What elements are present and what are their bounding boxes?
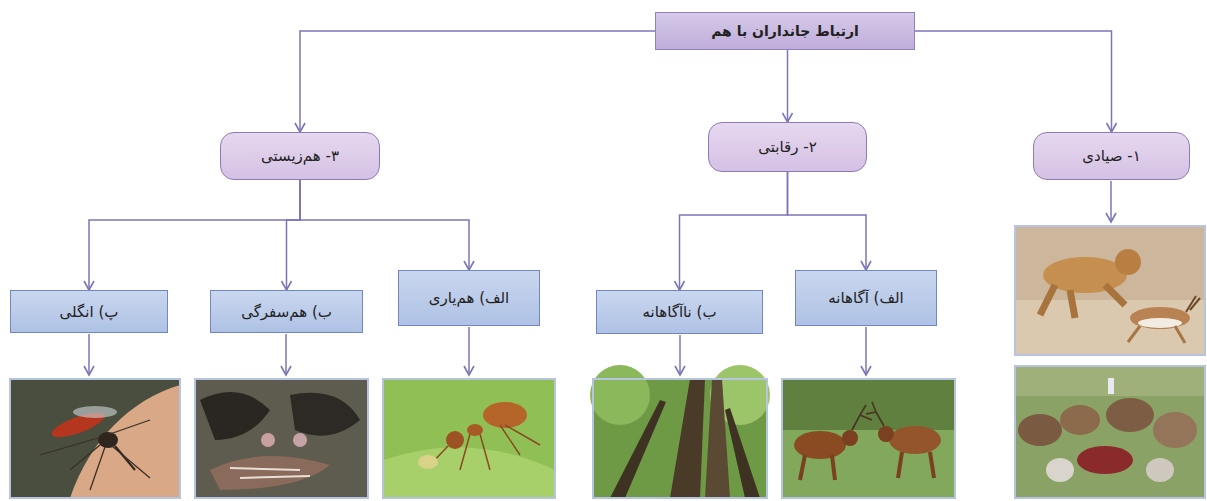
- lion-photo: [1015, 226, 1205, 355]
- ant-photo: [483, 402, 527, 428]
- leader-arrows: [468, 327, 470, 375]
- node-label: ۲- رقابتی: [758, 138, 816, 156]
- ant-photo: [383, 379, 555, 498]
- vultures-photo: [230, 468, 310, 478]
- node-label: ۳- هم‌زیستی: [261, 147, 339, 165]
- connector-arrow: [787, 50, 789, 122]
- ant-photo: [446, 431, 464, 449]
- category-box: ۳- هم‌زیستی: [220, 132, 380, 180]
- vultures-photo: [195, 379, 368, 498]
- hyenas-photo: [1108, 378, 1114, 394]
- vultures-photo: [195, 379, 368, 498]
- connector-arrow: [287, 180, 301, 290]
- ant-photo: [418, 455, 438, 469]
- forest-photo: [670, 379, 705, 498]
- mosquito-photo: [98, 432, 118, 448]
- deer-photo: [889, 426, 941, 454]
- deer-photo: [842, 430, 858, 446]
- hyenas-photo: [1077, 446, 1133, 474]
- vultures-photo: [290, 393, 360, 436]
- node-label: ب) هم‌سفرگی: [241, 303, 332, 321]
- hyenas-photo: [1153, 412, 1197, 448]
- leader-arrows: [1110, 181, 1112, 222]
- connector-arrow: [89, 180, 300, 290]
- forest-photo: [610, 400, 666, 498]
- leader-arrows: [88, 334, 90, 375]
- lion-photo: [1186, 296, 1200, 312]
- hyenas-photo: [1060, 405, 1100, 435]
- subtype-box: پ) انگلی: [10, 290, 168, 333]
- hyenas-photo: [1106, 398, 1154, 432]
- lion-photo: [1115, 249, 1141, 275]
- node-label: ب) ناآگاهانه: [642, 303, 716, 321]
- deer-photo: [782, 379, 955, 498]
- root-box: ارتباط جانداران با هم: [655, 12, 915, 50]
- forest-photo: [590, 365, 650, 425]
- node-label: پ) انگلی: [60, 303, 119, 321]
- forest-photo: [593, 379, 767, 498]
- vultures-photo: [210, 456, 330, 490]
- subtype-box: الف) آگاهانه: [795, 270, 937, 326]
- connector-arrow: [788, 172, 867, 270]
- vultures-photo: [261, 433, 275, 447]
- mosquito-photo: [10, 379, 180, 498]
- connector-arrow: [300, 31, 655, 132]
- subtype-box: ب) ناآگاهانه: [596, 290, 763, 334]
- category-box: ۲- رقابتی: [708, 122, 867, 172]
- hyenas-photo: [1146, 458, 1174, 482]
- subtype-box: ب) هم‌سفرگی: [210, 290, 363, 333]
- node-label: الف) آگاهانه: [828, 289, 903, 307]
- leader-arrows: [865, 327, 867, 375]
- forest-photo: [705, 379, 730, 498]
- ant-photo: [383, 447, 555, 498]
- ant-photo: [383, 379, 555, 498]
- vultures-photo: [200, 392, 270, 440]
- node-label: ۱- صیادی: [1082, 147, 1141, 165]
- hyenas-photo: [1018, 414, 1062, 446]
- deer-photo: [800, 452, 934, 480]
- hyenas-photo: [1015, 366, 1205, 498]
- node-label: ارتباط جانداران با هم: [711, 23, 859, 39]
- leader-arrows: [285, 334, 287, 375]
- connector-arrow: [680, 172, 788, 290]
- hyenas-photo: [1046, 458, 1074, 482]
- connector-arrow: [300, 180, 469, 270]
- deer-photo: [852, 402, 884, 430]
- subtype-box: الف) هم‌یاری: [398, 270, 540, 326]
- deer-photo: [782, 379, 955, 498]
- vultures-photo: [293, 433, 307, 447]
- forest-photo: [725, 408, 760, 498]
- lion-photo: [1128, 326, 1185, 343]
- lion-photo: [1040, 285, 1125, 318]
- mosquito-photo: [73, 406, 117, 418]
- leader-arrows: [89, 181, 1111, 375]
- vultures-photo: [195, 379, 368, 498]
- ant-photo: [383, 379, 555, 498]
- leader-arrows: [679, 335, 681, 375]
- deer-photo: [878, 426, 894, 442]
- deer-photo: [794, 431, 846, 459]
- mosquito-photo: [115, 446, 135, 470]
- deer-photo: [782, 379, 955, 498]
- mosquito-photo: [10, 379, 180, 498]
- hyenas-photo: [1015, 366, 1205, 498]
- node-label: الف) هم‌یاری: [429, 289, 510, 307]
- forest-photo: [590, 365, 770, 498]
- ant-photo: [430, 425, 540, 470]
- hyenas-photo: [1015, 366, 1205, 396]
- mosquito-photo: [40, 420, 150, 490]
- category-box: ۱- صیادی: [1033, 132, 1190, 180]
- lion-photo: [1015, 226, 1205, 355]
- connector-arrow: [915, 31, 1112, 132]
- hyenas-photo: [1015, 366, 1205, 498]
- lion-photo: [1015, 226, 1205, 355]
- mosquito-photo: [10, 379, 180, 498]
